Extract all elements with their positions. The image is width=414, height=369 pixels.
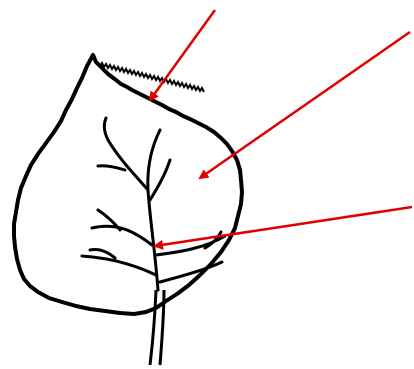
vein-upper-left-sub <box>98 166 125 170</box>
vein-upper-left <box>104 118 148 190</box>
midrib <box>148 130 160 290</box>
pointer-arrows <box>150 10 412 246</box>
arrow-to-leaf-margin <box>150 10 215 100</box>
vein-lower-right <box>160 262 222 282</box>
vein-mid-left <box>92 226 152 245</box>
arrow-to-leaf-blade <box>200 32 410 178</box>
leaf-veins <box>82 118 225 290</box>
arrow-to-leaf-vein <box>155 207 412 246</box>
leaf-outline <box>14 55 242 314</box>
vein-lower-left <box>82 256 156 275</box>
vein-upper-right <box>150 160 170 200</box>
leaf-stem <box>150 290 164 365</box>
leaf <box>14 55 242 314</box>
